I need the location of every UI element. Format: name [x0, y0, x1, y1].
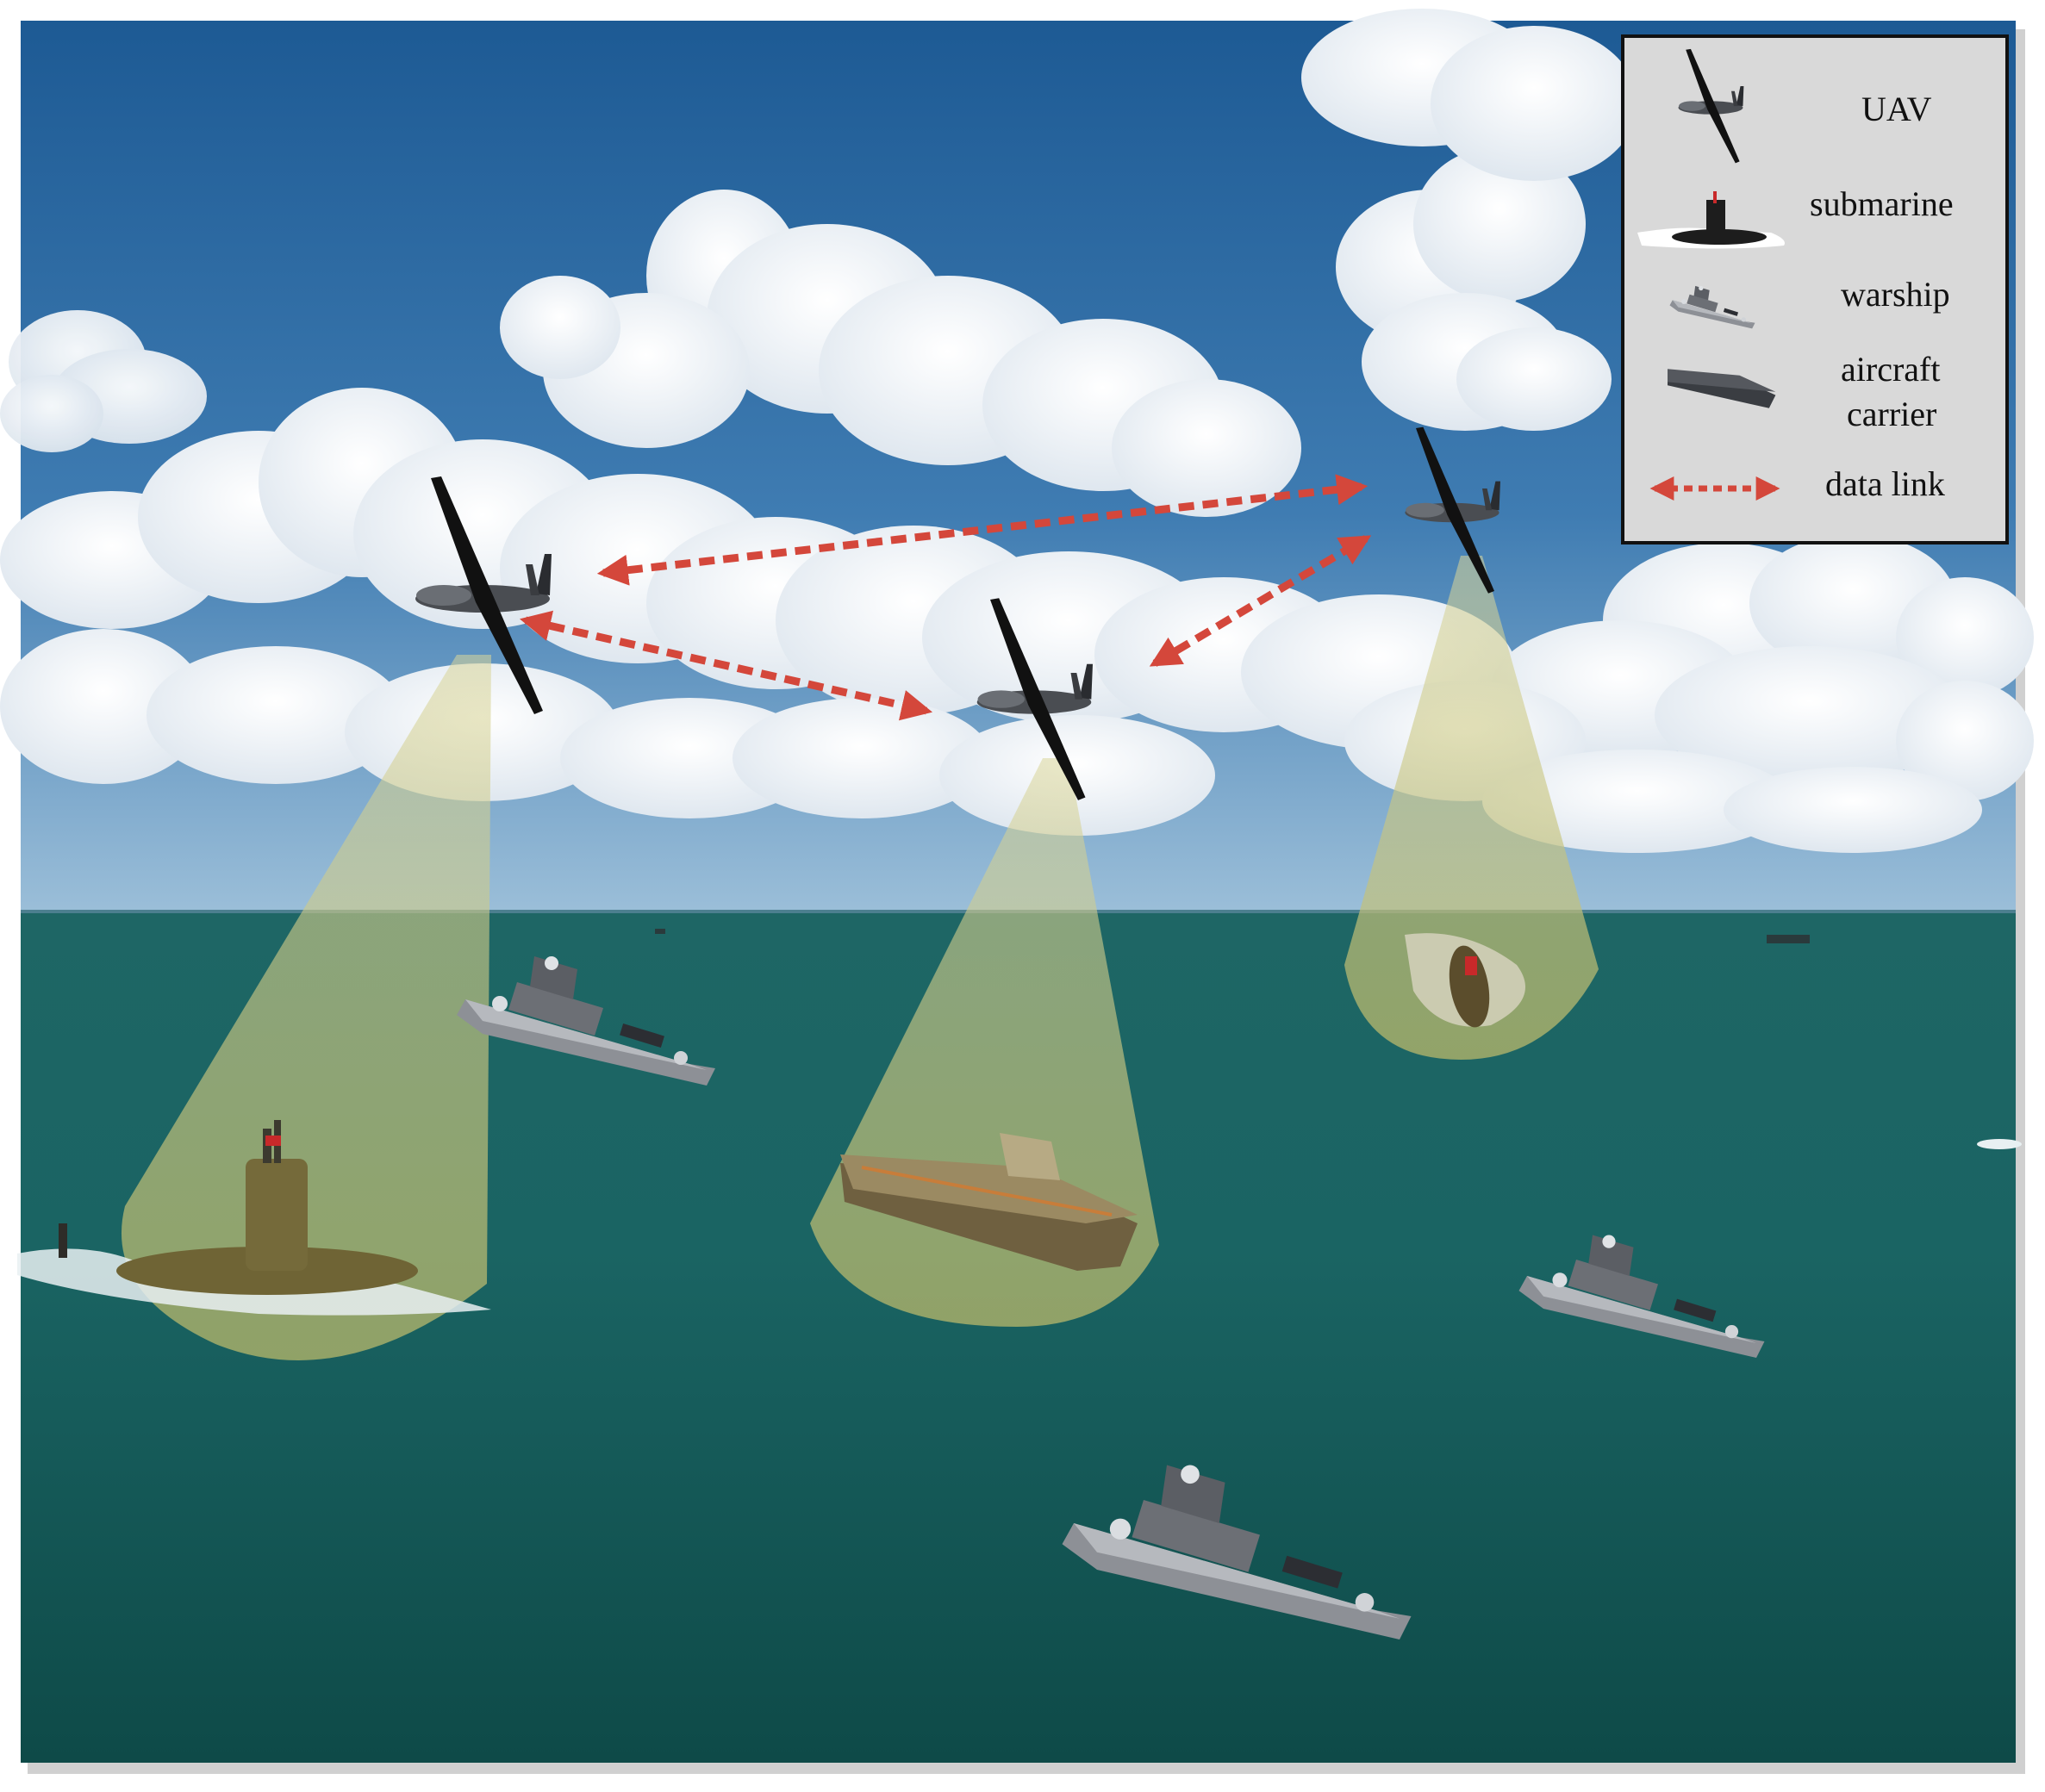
data-link-uav2-uav3: [1149, 535, 1372, 667]
legend-submarine-icon: [1637, 191, 1785, 249]
legend-data-link-label: data link: [1825, 464, 1945, 503]
legend-carrier-label-line1: aircraft: [1841, 350, 1940, 389]
legend-warship-label: warship: [1841, 275, 1950, 314]
data-links: [519, 474, 1372, 721]
distant-ship: [655, 929, 665, 934]
data-link-uav1-uav2: [519, 610, 933, 721]
distant-wake: [1977, 1139, 2022, 1149]
distant-ship: [1767, 935, 1810, 943]
legend-carrier-label-line2: carrier: [1847, 395, 1936, 433]
coverage-cone-left: [121, 655, 491, 1360]
submarine-right: [1405, 933, 1525, 1028]
legend-submarine-label: submarine: [1810, 184, 1954, 223]
submarine-left: [17, 1120, 491, 1316]
legend-carrier-icon: [1668, 369, 1776, 408]
coverage-cone-right: [1344, 556, 1599, 1060]
legend-uav-label: UAV: [1861, 90, 1932, 128]
legend: UAV submarine warship aircraft carrier d…: [1621, 34, 2009, 544]
legend-box: [1621, 34, 2009, 544]
aircraft-carrier: [840, 1133, 1138, 1271]
data-link-uav1-uav3: [596, 474, 1369, 586]
